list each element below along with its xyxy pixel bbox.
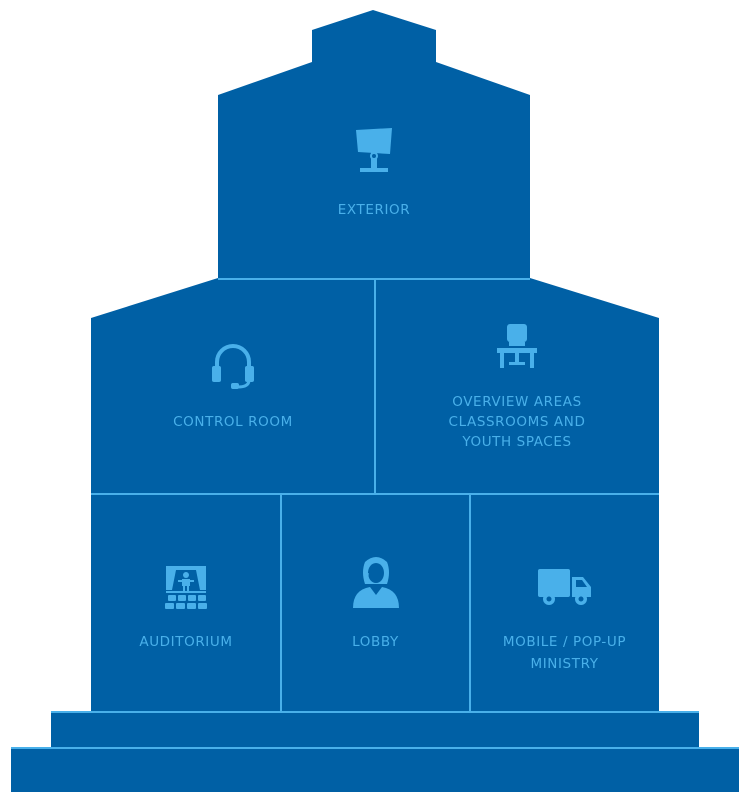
exterior-label: EXTERIOR	[337, 202, 411, 218]
mobile-ministry-line-2: MINISTRY	[530, 656, 599, 672]
delivery-truck-icon	[537, 569, 591, 605]
zone-auditorium[interactable]: AUDITORIUM	[91, 564, 281, 652]
zone-overview-areas[interactable]: OVERVIEW AREAS CLASSROOMS AND YOUTH SPAC…	[375, 322, 659, 452]
headset-icon	[212, 344, 254, 389]
overview-areas-line-1: OVERVIEW AREAS	[452, 394, 582, 410]
overview-areas-line-3: YOUTH SPACES	[462, 434, 572, 450]
zone-mobile-ministry[interactable]: MOBILE / POP-UP MINISTRY	[470, 567, 659, 674]
zone-exterior[interactable]: EXTERIOR	[218, 126, 530, 220]
stage-seating-icon	[165, 566, 207, 609]
upper-step	[51, 712, 699, 748]
security-camera-icon	[356, 128, 392, 172]
lobby-label: LOBBY	[352, 634, 399, 650]
mobile-ministry-line-1: MOBILE / POP-UP	[502, 634, 627, 650]
zone-lobby[interactable]: LOBBY	[281, 554, 470, 652]
lower-step	[11, 748, 739, 792]
receptionist-icon	[352, 557, 399, 608]
zone-control-room[interactable]: CONTROL ROOM	[91, 342, 375, 432]
overview-areas-line-2: CLASSROOMS AND	[448, 414, 586, 430]
desk-chair-icon	[497, 324, 537, 368]
auditorium-label: AUDITORIUM	[139, 634, 233, 650]
control-room-label: CONTROL ROOM	[173, 414, 293, 430]
